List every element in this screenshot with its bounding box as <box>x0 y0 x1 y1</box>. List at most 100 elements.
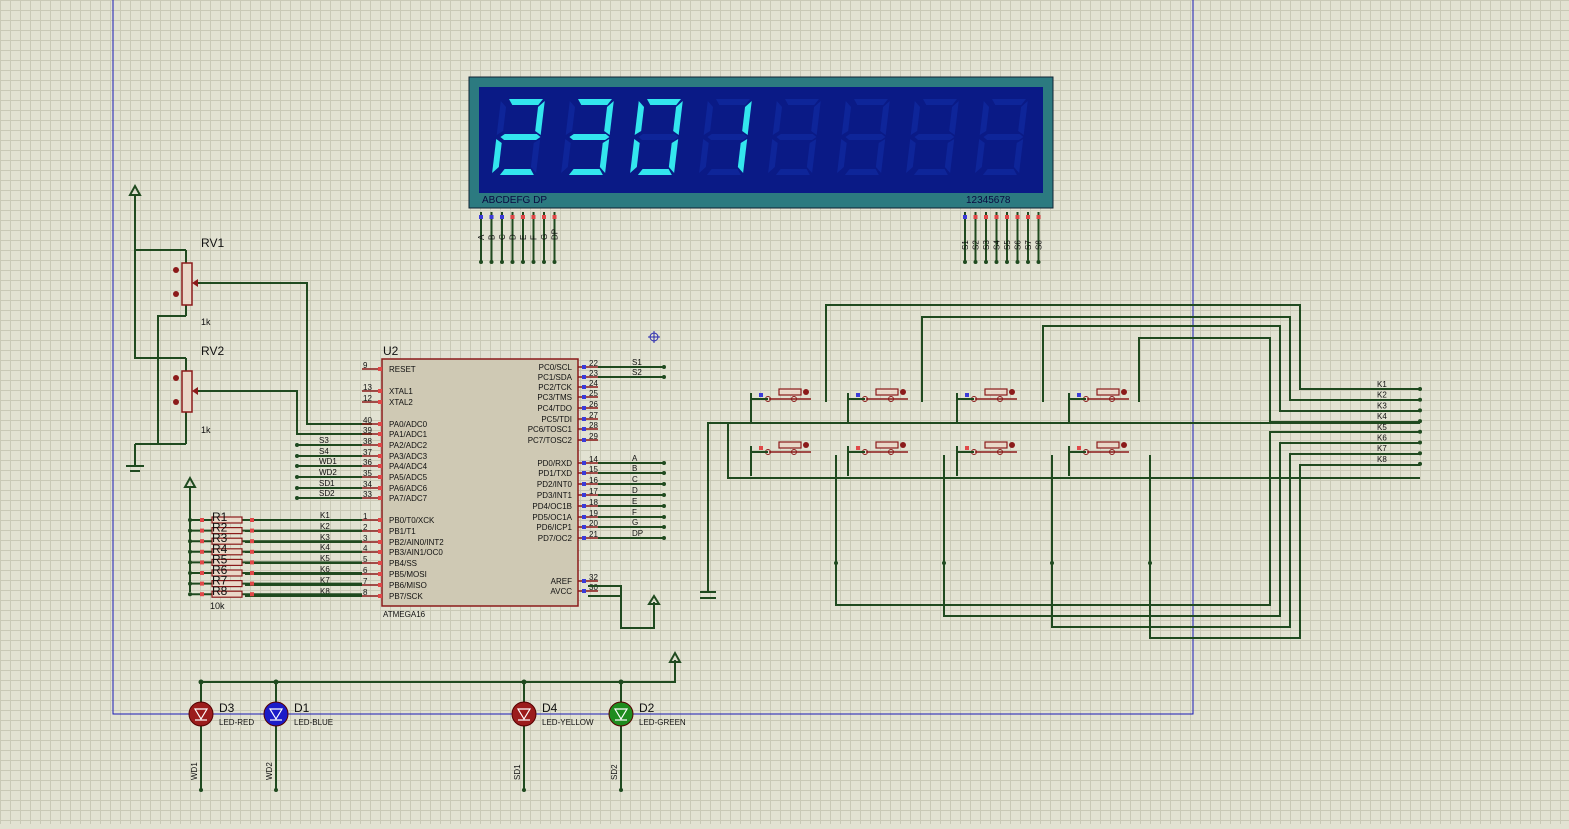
led-ref: D1 <box>294 701 310 715</box>
segment-pin-label: A <box>477 234 486 240</box>
mcu-pin-number: 30 <box>589 583 598 592</box>
keypad-net-label: K7 <box>1377 444 1387 453</box>
led-section[interactable]: D3LED-REDWD1D1LED-BLUEWD2D4LED-YELLOWSD1… <box>188 650 686 793</box>
mcu-pin-number: 6 <box>363 566 368 575</box>
net-label: WD1 <box>319 457 337 466</box>
mcu-pin-number: 25 <box>589 389 598 398</box>
mcu-pin-name: PC2/TCK <box>538 383 572 392</box>
resistor-body[interactable] <box>211 558 243 567</box>
resistor-body[interactable] <box>211 516 243 524</box>
net-label: B <box>632 464 637 473</box>
resistor-body[interactable] <box>211 526 243 535</box>
mcu-pin-name: PA7/ADC7 <box>389 494 428 503</box>
keypad-net-label: K4 <box>1377 412 1387 421</box>
keypad-button[interactable] <box>759 441 811 455</box>
keypad-button[interactable] <box>1077 441 1129 455</box>
mcu-pin-name: PD6/ICP1 <box>536 523 572 532</box>
mcu-pin-name: PA6/ADC6 <box>389 484 428 493</box>
net-label: A <box>632 454 638 463</box>
resistor-ref: R7 <box>212 574 228 588</box>
pot-rv2-body <box>181 370 193 413</box>
display-digit <box>630 99 683 175</box>
resistor-body[interactable] <box>211 548 243 556</box>
net-label: S3 <box>319 436 329 445</box>
digit-header-label: 12345678 <box>966 195 1011 206</box>
digit-pin-label: S6 <box>1014 240 1023 250</box>
resistor-body[interactable] <box>211 569 243 577</box>
mcu-pin-name: PB3/AIN1/OC0 <box>389 548 443 557</box>
mcu-pin-number: 9 <box>363 361 368 370</box>
net-label: G <box>632 518 638 527</box>
mcu-pin-number: 28 <box>589 421 598 430</box>
mcu-pin-name: PA3/ADC3 <box>389 452 428 461</box>
led-ref: D4 <box>542 701 558 715</box>
keypad-button[interactable] <box>759 388 811 402</box>
mcu-pin-name: PD0/RXD <box>537 459 572 468</box>
net-label: S4 <box>319 447 329 456</box>
mcu-pin-number: 33 <box>363 490 372 499</box>
net-label: K6 <box>320 565 330 574</box>
resistor-ref: R3 <box>212 531 228 545</box>
mcu-pin-number: 7 <box>363 577 368 586</box>
mcu-pin-number: 26 <box>589 400 598 409</box>
led-ref: D2 <box>639 701 655 715</box>
mcu-pin-name: AVCC <box>550 587 572 596</box>
net-label: E <box>632 497 637 506</box>
net-label: K4 <box>320 543 330 552</box>
resistor-body[interactable] <box>211 579 243 588</box>
net-label: F <box>632 508 637 517</box>
mcu-pin-number: 18 <box>589 498 598 507</box>
mcu-pin-name: PC6/TOSC1 <box>528 425 573 434</box>
keypad-button[interactable] <box>965 388 1017 402</box>
mcu-pin-name: PB1/T1 <box>389 527 416 536</box>
resistor-body[interactable] <box>211 537 243 545</box>
power-terminal-icon <box>647 594 661 605</box>
mcu-pin-number: 29 <box>589 432 598 441</box>
resistor-body[interactable] <box>211 590 243 598</box>
pot-rv2-ref: RV2 <box>201 344 224 358</box>
mcu-pin-number: 20 <box>589 519 598 528</box>
net-label: K8 <box>320 587 330 596</box>
segment-pin-label: F <box>530 235 539 240</box>
mcu-pin-number: 32 <box>589 573 598 582</box>
net-label: S1 <box>632 358 642 367</box>
mcu-pin-number: 12 <box>363 394 372 403</box>
net-label: K7 <box>320 576 330 585</box>
mcu-pin-number: 23 <box>589 369 598 378</box>
pot-section[interactable]: RV1 1k RV2 1k <box>126 183 372 472</box>
mcu-atmega16[interactable]: U2 ATMEGA16 RESET9XTAL113XTAL212PA0/ADC0… <box>245 344 666 629</box>
mcu-pin-number: 39 <box>363 426 372 435</box>
mcu-pin-number: 1 <box>363 512 368 521</box>
mcu-pin-name: PD3/INT1 <box>537 491 573 500</box>
net-label: SD2 <box>319 489 335 498</box>
digit-pin-label: S1 <box>961 240 970 250</box>
led-part: LED-BLUE <box>294 718 333 727</box>
led-net-label: SD2 <box>610 764 619 780</box>
keypad-button[interactable] <box>856 441 908 455</box>
mcu-pin-name: PD4/OC1B <box>532 502 572 511</box>
resistor-ref: R2 <box>212 521 228 535</box>
segment-pin-label: E <box>519 235 528 240</box>
display-digit <box>975 99 1028 175</box>
keypad-button[interactable] <box>965 441 1017 455</box>
mcu-pin-number: 40 <box>363 416 372 425</box>
segment-pin-label: DP <box>551 229 560 240</box>
keypad-net-label: K3 <box>1377 401 1387 410</box>
keypad-button[interactable] <box>1077 388 1129 402</box>
mcu-pin-name: PC7/TOSC2 <box>528 436 573 445</box>
mcu-pin-name: PD1/TXD <box>538 469 572 478</box>
mcu-pin-number: 21 <box>589 530 598 539</box>
keypad-button[interactable] <box>856 388 908 402</box>
seven-segment-display[interactable]: ABCDEFG DP 12345678 <box>468 76 1054 209</box>
keypad-net-label: K2 <box>1377 391 1387 400</box>
net-label: K5 <box>320 554 330 563</box>
segment-header-label: ABCDEFG DP <box>482 195 547 206</box>
